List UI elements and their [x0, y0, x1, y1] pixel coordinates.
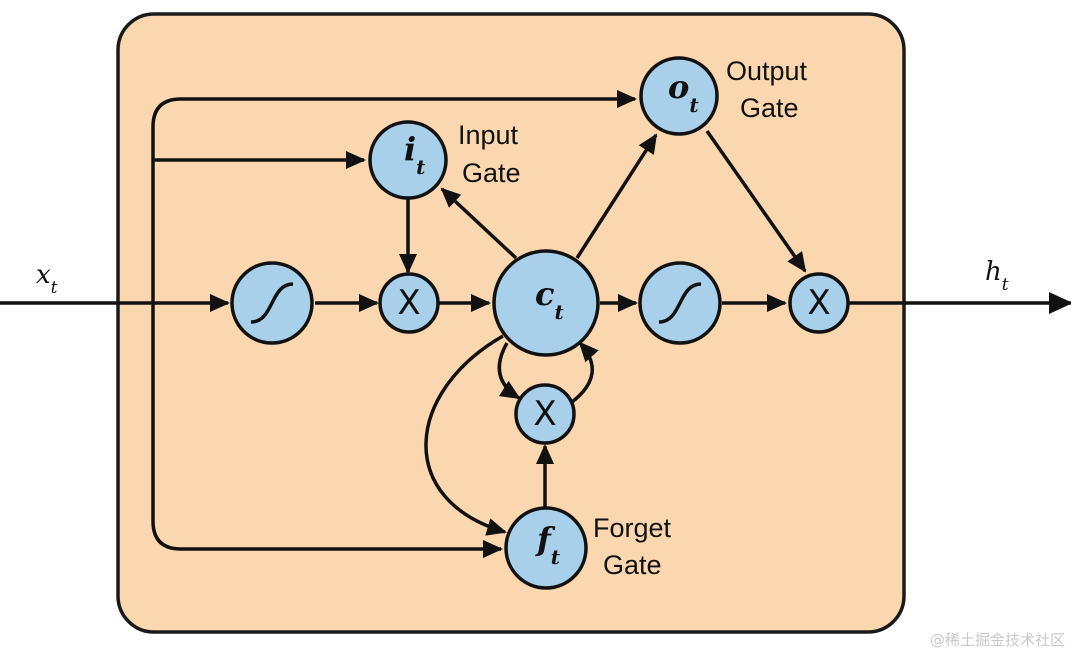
svg-text:ft: ft	[535, 520, 561, 569]
svg-text:ct: ct	[535, 275, 564, 324]
output-symbol: h	[985, 257, 1002, 287]
bus-to-forget-gate	[151, 303, 503, 558]
input-gate-node: it	[368, 120, 448, 200]
input-subscript: t	[51, 278, 58, 298]
input-gate-subscript: t	[416, 155, 426, 179]
svg-text:xt: xt	[36, 260, 58, 298]
forget-multiply-symbol: X	[533, 394, 556, 434]
input-gate-label-line2: Gate	[462, 158, 521, 188]
forget-multiply-to-cell-curve	[570, 341, 599, 404]
forget-gate-node: ft	[504, 506, 588, 590]
output-tanh-node	[638, 261, 722, 345]
cell-to-output-gate-line	[575, 133, 658, 259]
output-multiply-node: X	[788, 272, 850, 334]
cell-state-node: ct	[492, 249, 600, 357]
input-multiply-symbol: X	[397, 283, 420, 323]
cell-to-forget-multiply-curve	[497, 342, 521, 400]
watermark-text: @稀土掘金技术社区	[930, 631, 1065, 649]
input-tanh-node	[230, 261, 314, 345]
sigmoid-curve-icon	[658, 282, 702, 324]
svg-text:it: it	[404, 130, 426, 179]
cell-state-subscript: t	[554, 300, 564, 324]
bus-to-output-gate	[151, 90, 637, 303]
output-subscript: t	[1002, 275, 1009, 295]
output-gate-node: ot	[639, 56, 719, 136]
forget-gate-label-line2: Gate	[603, 550, 662, 580]
forget-gate-symbol: f	[535, 520, 556, 558]
forget-multiply-node: X	[514, 383, 576, 445]
cell-to-input-gate-line	[440, 187, 518, 260]
output-gate-label-line2: Gate	[740, 93, 799, 123]
input-multiply-node: X	[378, 272, 440, 334]
svg-text:ot: ot	[668, 68, 699, 117]
output-gate-to-multiply-line	[705, 129, 807, 273]
output-multiply-symbol: X	[807, 283, 830, 323]
output-gate-label-line1: Output	[726, 56, 808, 86]
input-gate-label-line1: Input	[458, 120, 519, 150]
sigmoid-curve-icon	[250, 282, 294, 324]
forget-gate-label-line1: Forget	[593, 513, 672, 543]
svg-text:ht: ht	[985, 257, 1009, 295]
input-gate-symbol: i	[404, 130, 416, 168]
input-symbol: x	[36, 260, 51, 290]
forget-gate-subscript: t	[551, 545, 561, 569]
cell-state-symbol: c	[535, 275, 554, 313]
output-gate-subscript: t	[689, 93, 699, 117]
cell-to-forget-gate-curve	[424, 334, 507, 536]
output-gate-symbol: o	[668, 68, 689, 106]
